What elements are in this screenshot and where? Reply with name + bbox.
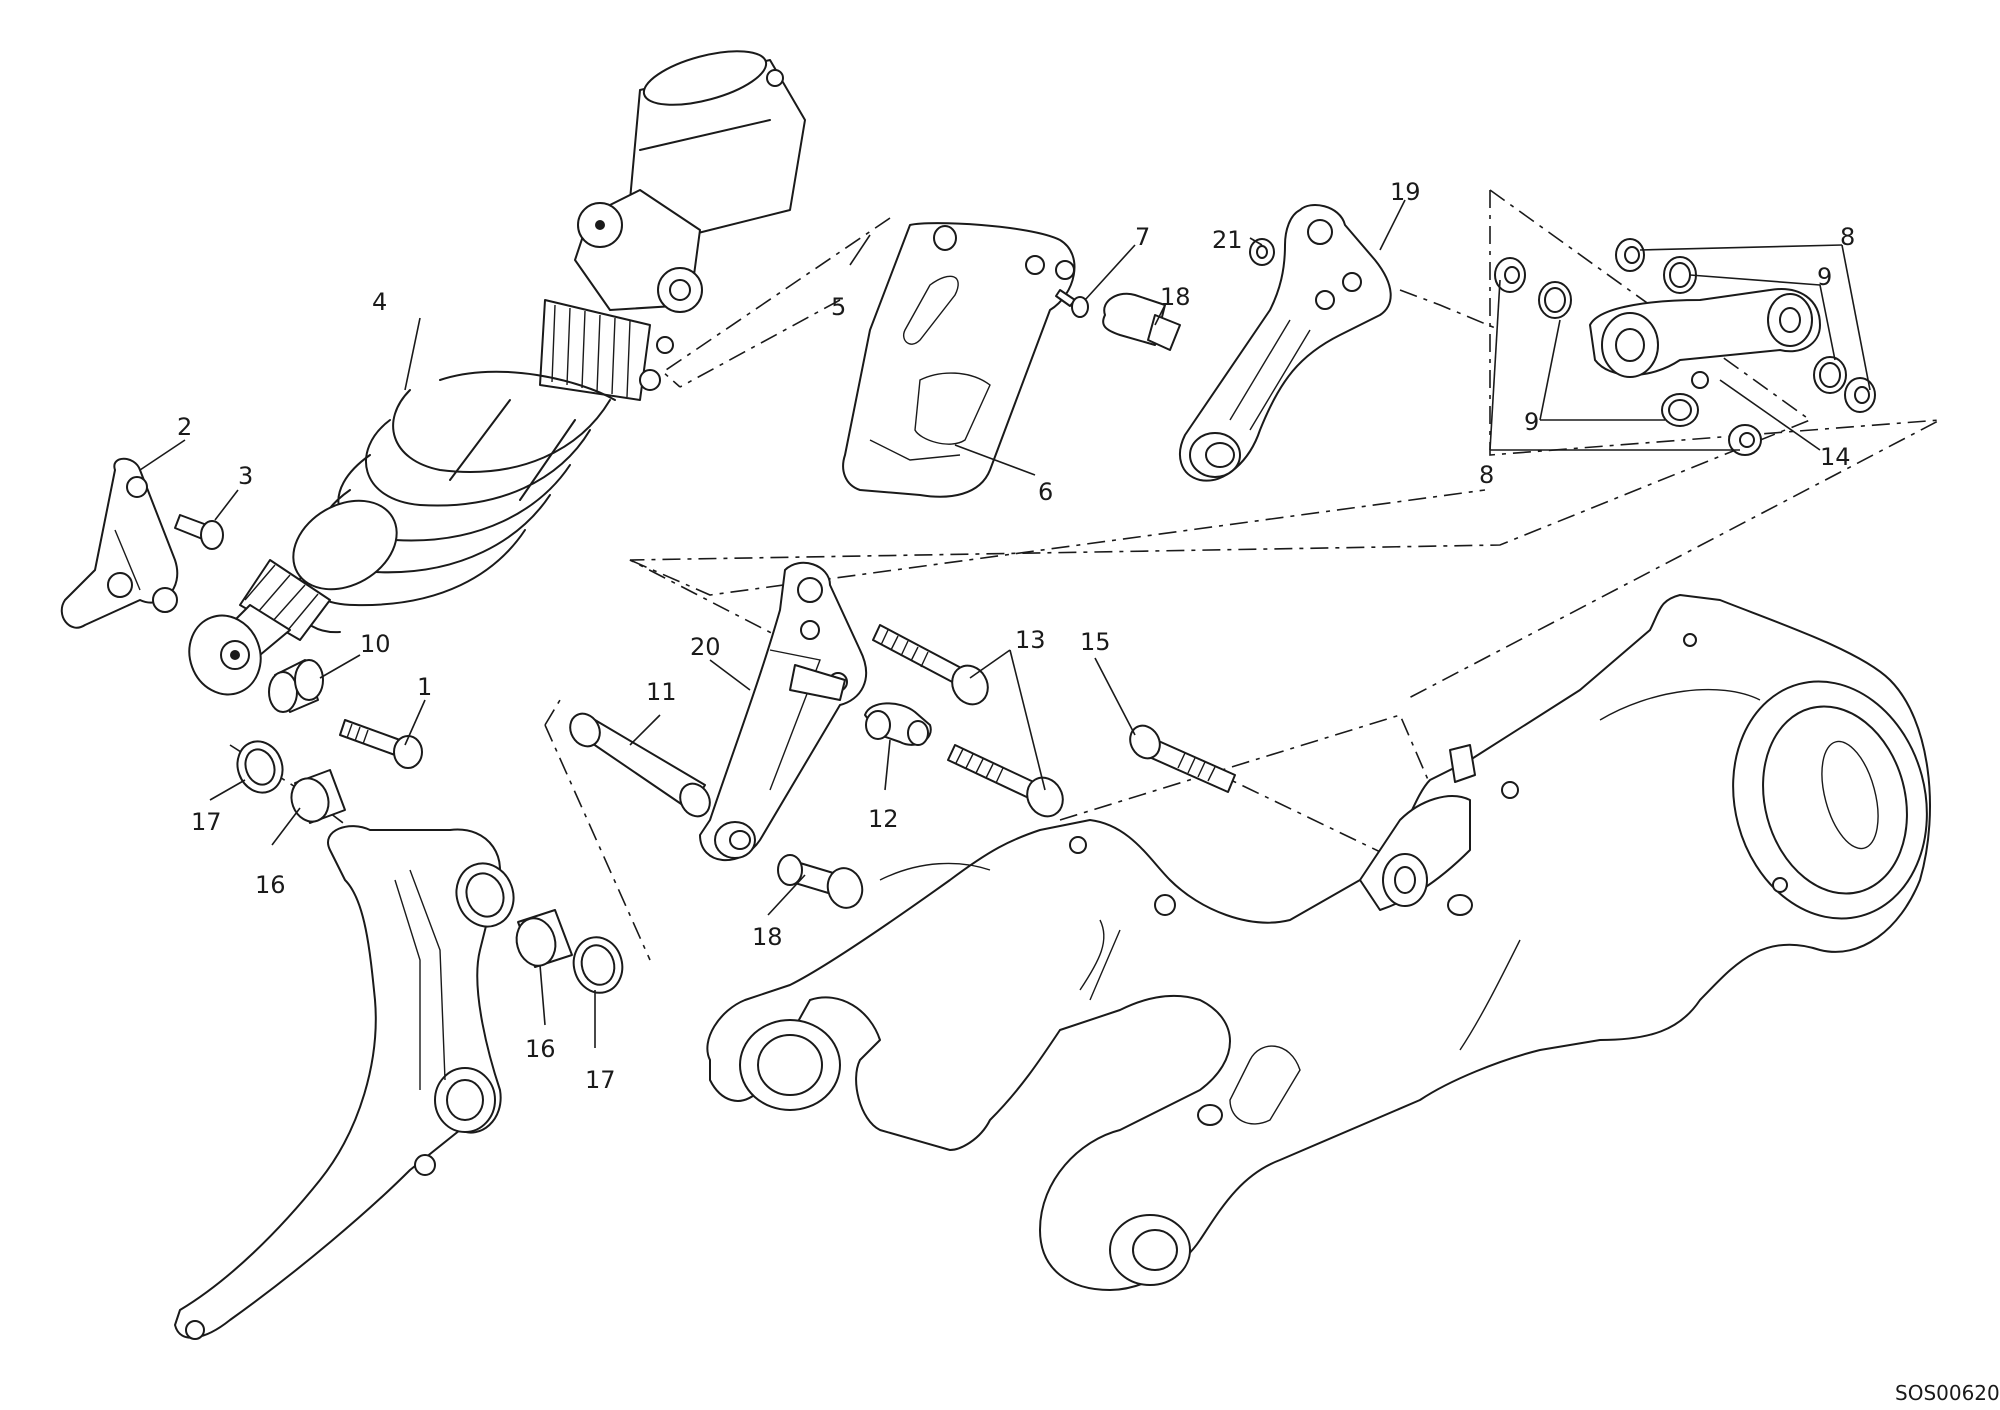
bolt-15: [1129, 724, 1236, 793]
washer-8-top: [1615, 238, 1645, 272]
swingarm: [706, 594, 1931, 1291]
nut-21: [1249, 238, 1275, 266]
callout-17-left: 17: [191, 808, 222, 836]
seal-9-bottom: [1661, 393, 1699, 427]
footpeg-bracket-19: [1179, 204, 1392, 482]
callout-18-upper: 18: [1160, 283, 1191, 311]
callout-21: 21: [1212, 226, 1243, 254]
callout-8-lower: 8: [1479, 461, 1494, 489]
callout-17-right: 17: [585, 1066, 616, 1094]
nut-5: [933, 225, 957, 251]
callout-15: 15: [1080, 628, 1111, 656]
callout-20: 20: [690, 633, 721, 661]
callout-18-lower: 18: [752, 923, 783, 951]
callout-9-upper: 9: [1817, 263, 1832, 291]
callout-4: 4: [372, 288, 387, 316]
callout-11: 11: [646, 678, 677, 706]
callout-6: 6: [1038, 478, 1053, 506]
bushing-16-left: [290, 769, 346, 824]
screw-7: [1055, 289, 1089, 318]
callout-3: 3: [238, 462, 253, 490]
heel-guard-6: [842, 222, 1076, 498]
callout-7: 7: [1135, 223, 1150, 251]
tie-rod-14: [1589, 288, 1821, 389]
washer-8-left: [1494, 257, 1526, 293]
callout-8-upper: 8: [1840, 223, 1855, 251]
callout-16-right: 16: [525, 1035, 556, 1063]
bolt-13-lower: [947, 744, 1064, 818]
callout-19: 19: [1390, 178, 1421, 206]
callout-labels: 1 2 3 4 5 6 7 8 8 9 9 10 11 12 13 14 15 …: [177, 178, 2000, 1405]
bolt-3: [174, 514, 224, 550]
washer-8-right: [1844, 377, 1876, 413]
bolt-18-lower: [777, 854, 864, 909]
callout-leaders: [139, 199, 1871, 1048]
rear-shock-absorber: [188, 50, 806, 696]
clip-12: [864, 702, 932, 746]
washer-8-bottom: [1728, 424, 1762, 456]
seal-9-top: [1663, 256, 1697, 294]
callout-16-left: 16: [255, 871, 286, 899]
callout-9-lower: 9: [1524, 408, 1539, 436]
callout-2: 2: [177, 413, 192, 441]
callout-14: 14: [1820, 443, 1851, 471]
seal-17-left: [236, 740, 284, 794]
bolt-1: [339, 719, 423, 769]
callout-10: 10: [360, 630, 391, 658]
drawing-code: SOS00620: [1895, 1381, 2000, 1405]
seal-9-right: [1813, 356, 1847, 394]
upper-shock-mount-bracket: [60, 457, 179, 629]
seal-9-left: [1538, 281, 1572, 319]
callout-13: 13: [1015, 626, 1046, 654]
bolt-13-upper: [872, 624, 989, 706]
bushing-16-right: [515, 909, 573, 968]
callout-1: 1: [417, 673, 432, 701]
callout-12: 12: [868, 805, 899, 833]
spacer-10: [268, 659, 324, 713]
seal-17-right: [572, 936, 624, 994]
rider-footpeg-hanger: [174, 825, 515, 1340]
callout-5: 5: [831, 293, 846, 321]
spacer-tube-11: [569, 712, 711, 818]
linkage-rocker-20: [699, 561, 867, 862]
